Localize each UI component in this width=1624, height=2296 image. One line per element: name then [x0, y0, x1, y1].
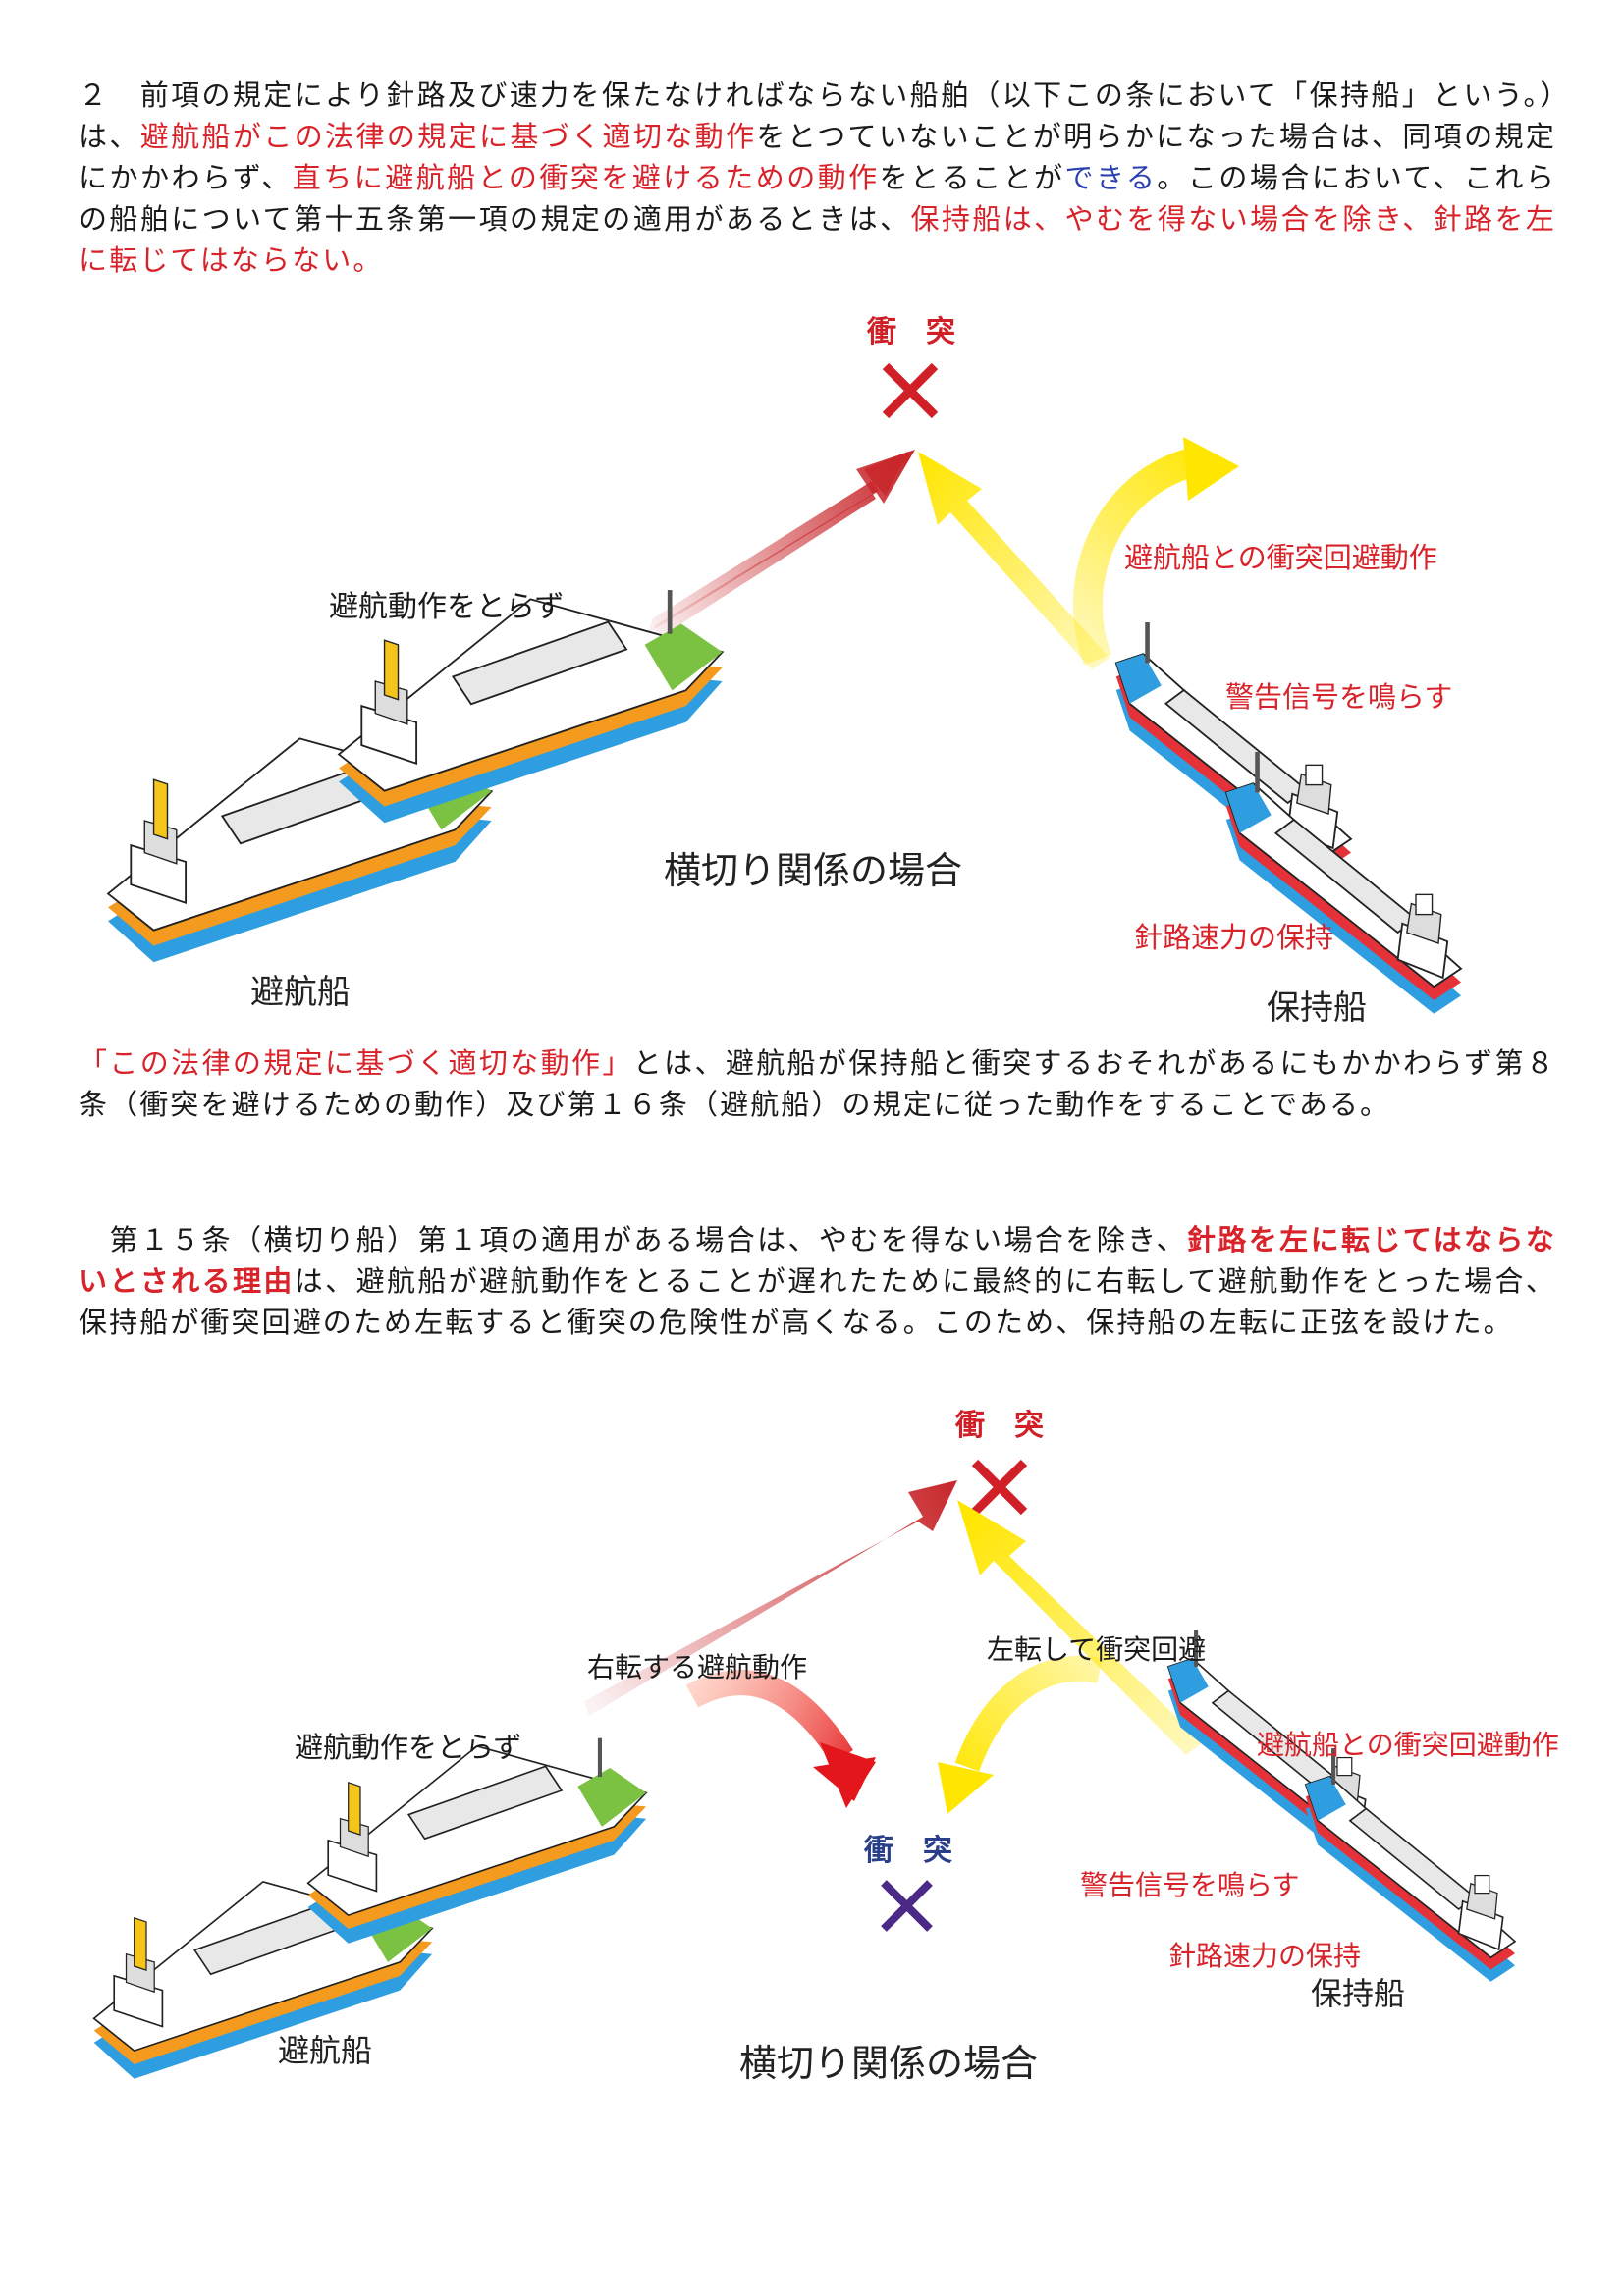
fig2-yellow-course-arrow	[957, 1500, 1203, 1755]
fig1-yellow-avoid-arrow	[1072, 437, 1239, 666]
section1-blue1: できる	[1064, 161, 1158, 194]
section1-text4: 。この場合において、これらの船舶について第十五条第一項の規定の適用があるときは、	[79, 161, 1556, 236]
fig2-stand-on-ship-label: 保持船	[1311, 1975, 1405, 2012]
section2-paragraph: 第１５条（横切り船）第１項の適用がある場合は、やむを得ない場合を除き、針路を左に…	[79, 1219, 1556, 1343]
section2-text1: 第１５条（横切り船）第１項の適用がある場合は、やむを得ない場合を除き、	[79, 1223, 1187, 1256]
fig2-collision-top-label: 衝 突	[954, 1409, 1044, 1443]
fig2-collision-bottom-x-icon	[881, 1880, 933, 1932]
fig2-collision-bottom-label: 衝 突	[863, 1834, 952, 1868]
note-paragraph: 「この法律の規定に基づく適切な動作」とは、避航船が保持船と衝突するおそれがあるに…	[79, 1042, 1556, 1125]
section1-paragraph: ２ 前項の規定により針路及び速力を保たなければならない船舶（以下この条において「…	[79, 75, 1556, 281]
note-text: とは、避航船が保持船と衝突するおそれがあるにもかかわらず第８条（衝突を避けるため…	[79, 1046, 1557, 1121]
fig1-stand-on-ship-rear	[1224, 751, 1462, 1015]
fig2-give-way-ship-label: 避航船	[278, 2032, 372, 2069]
figure1-crossing-diagram: 衝 突 避航動作をとらず 避航船との衝突回避動作 警告信号を鳴らす 横切り関係の…	[107, 315, 1462, 1028]
fig2-right-turn-label: 右転する避航動作	[587, 1651, 807, 1683]
fig2-give-way-ship-front	[306, 1736, 647, 1945]
fig1-avoid-action-label: 避航船との衝突回避動作	[1124, 541, 1437, 574]
fig2-yellow-left-turn-arrow	[938, 1655, 1103, 1814]
section1-red3: 保持船は、やむを得ない場合を除き、針路を左に転じてはならない。	[79, 202, 1556, 277]
section2-text2: は、避航船が避航動作をとることが遅れたために最終的に右転して避航動作をとった場合…	[79, 1264, 1556, 1339]
fig2-caption: 横切り関係の場合	[739, 2042, 1038, 2085]
section1-red2: 直ちに避航船との衝突を避けるための動作	[292, 161, 880, 194]
fig1-no-action-label: 避航動作をとらず	[329, 590, 564, 624]
fig1-red-course-arrow	[648, 450, 915, 640]
fig2-red-course-arrow	[584, 1480, 957, 1716]
fig1-stand-on-ship-label: 保持船	[1267, 988, 1367, 1028]
fig1-collision-label: 衝 突	[866, 315, 955, 349]
section1-red1: 避航船がこの法律の規定に基づく適切な動作	[139, 120, 757, 153]
fig2-keep-label: 針路速力の保持	[1168, 1940, 1361, 1972]
fig1-keep-label: 針路速力の保持	[1134, 921, 1333, 954]
fig2-avoid-action-label: 避航船との衝突回避動作	[1257, 1729, 1559, 1761]
fig1-warning-label: 警告信号を鳴らす	[1225, 680, 1452, 714]
section1-text2: をとつていないことが明らかになった場合は、同項の規定にかかわらず、	[79, 120, 1556, 194]
fig2-no-action-label: 避航動作をとらず	[295, 1731, 521, 1764]
fig1-yellow-course-arrow	[918, 452, 1110, 669]
section1-text3: をとることが	[879, 161, 1065, 194]
fig1-caption: 横切り関係の場合	[664, 849, 962, 892]
figure2-crossing-diagram: 衝 突 衝 突 右転する避航動作 左転して衝突回避 避航動	[92, 1409, 1559, 2085]
fig2-red-right-turn-arrow	[685, 1670, 876, 1808]
fig1-give-way-ship-label: 避航船	[250, 973, 351, 1012]
note-red: 「この法律の規定に基づく適切な動作」	[79, 1046, 633, 1080]
fig2-left-turn-label: 左転して衝突回避	[987, 1633, 1206, 1666]
section2-red-bold: 針路を左に転じてはならないとされる理由	[79, 1223, 1556, 1298]
section1-text1: ２ 前項の規定により針路及び速力を保たなければならない船舶（以下この条において「…	[79, 79, 1556, 153]
fig1-collision-x-icon	[882, 362, 939, 419]
fig2-collision-top-x-icon	[971, 1459, 1028, 1516]
fig2-warning-label: 警告信号を鳴らす	[1080, 1869, 1299, 1901]
